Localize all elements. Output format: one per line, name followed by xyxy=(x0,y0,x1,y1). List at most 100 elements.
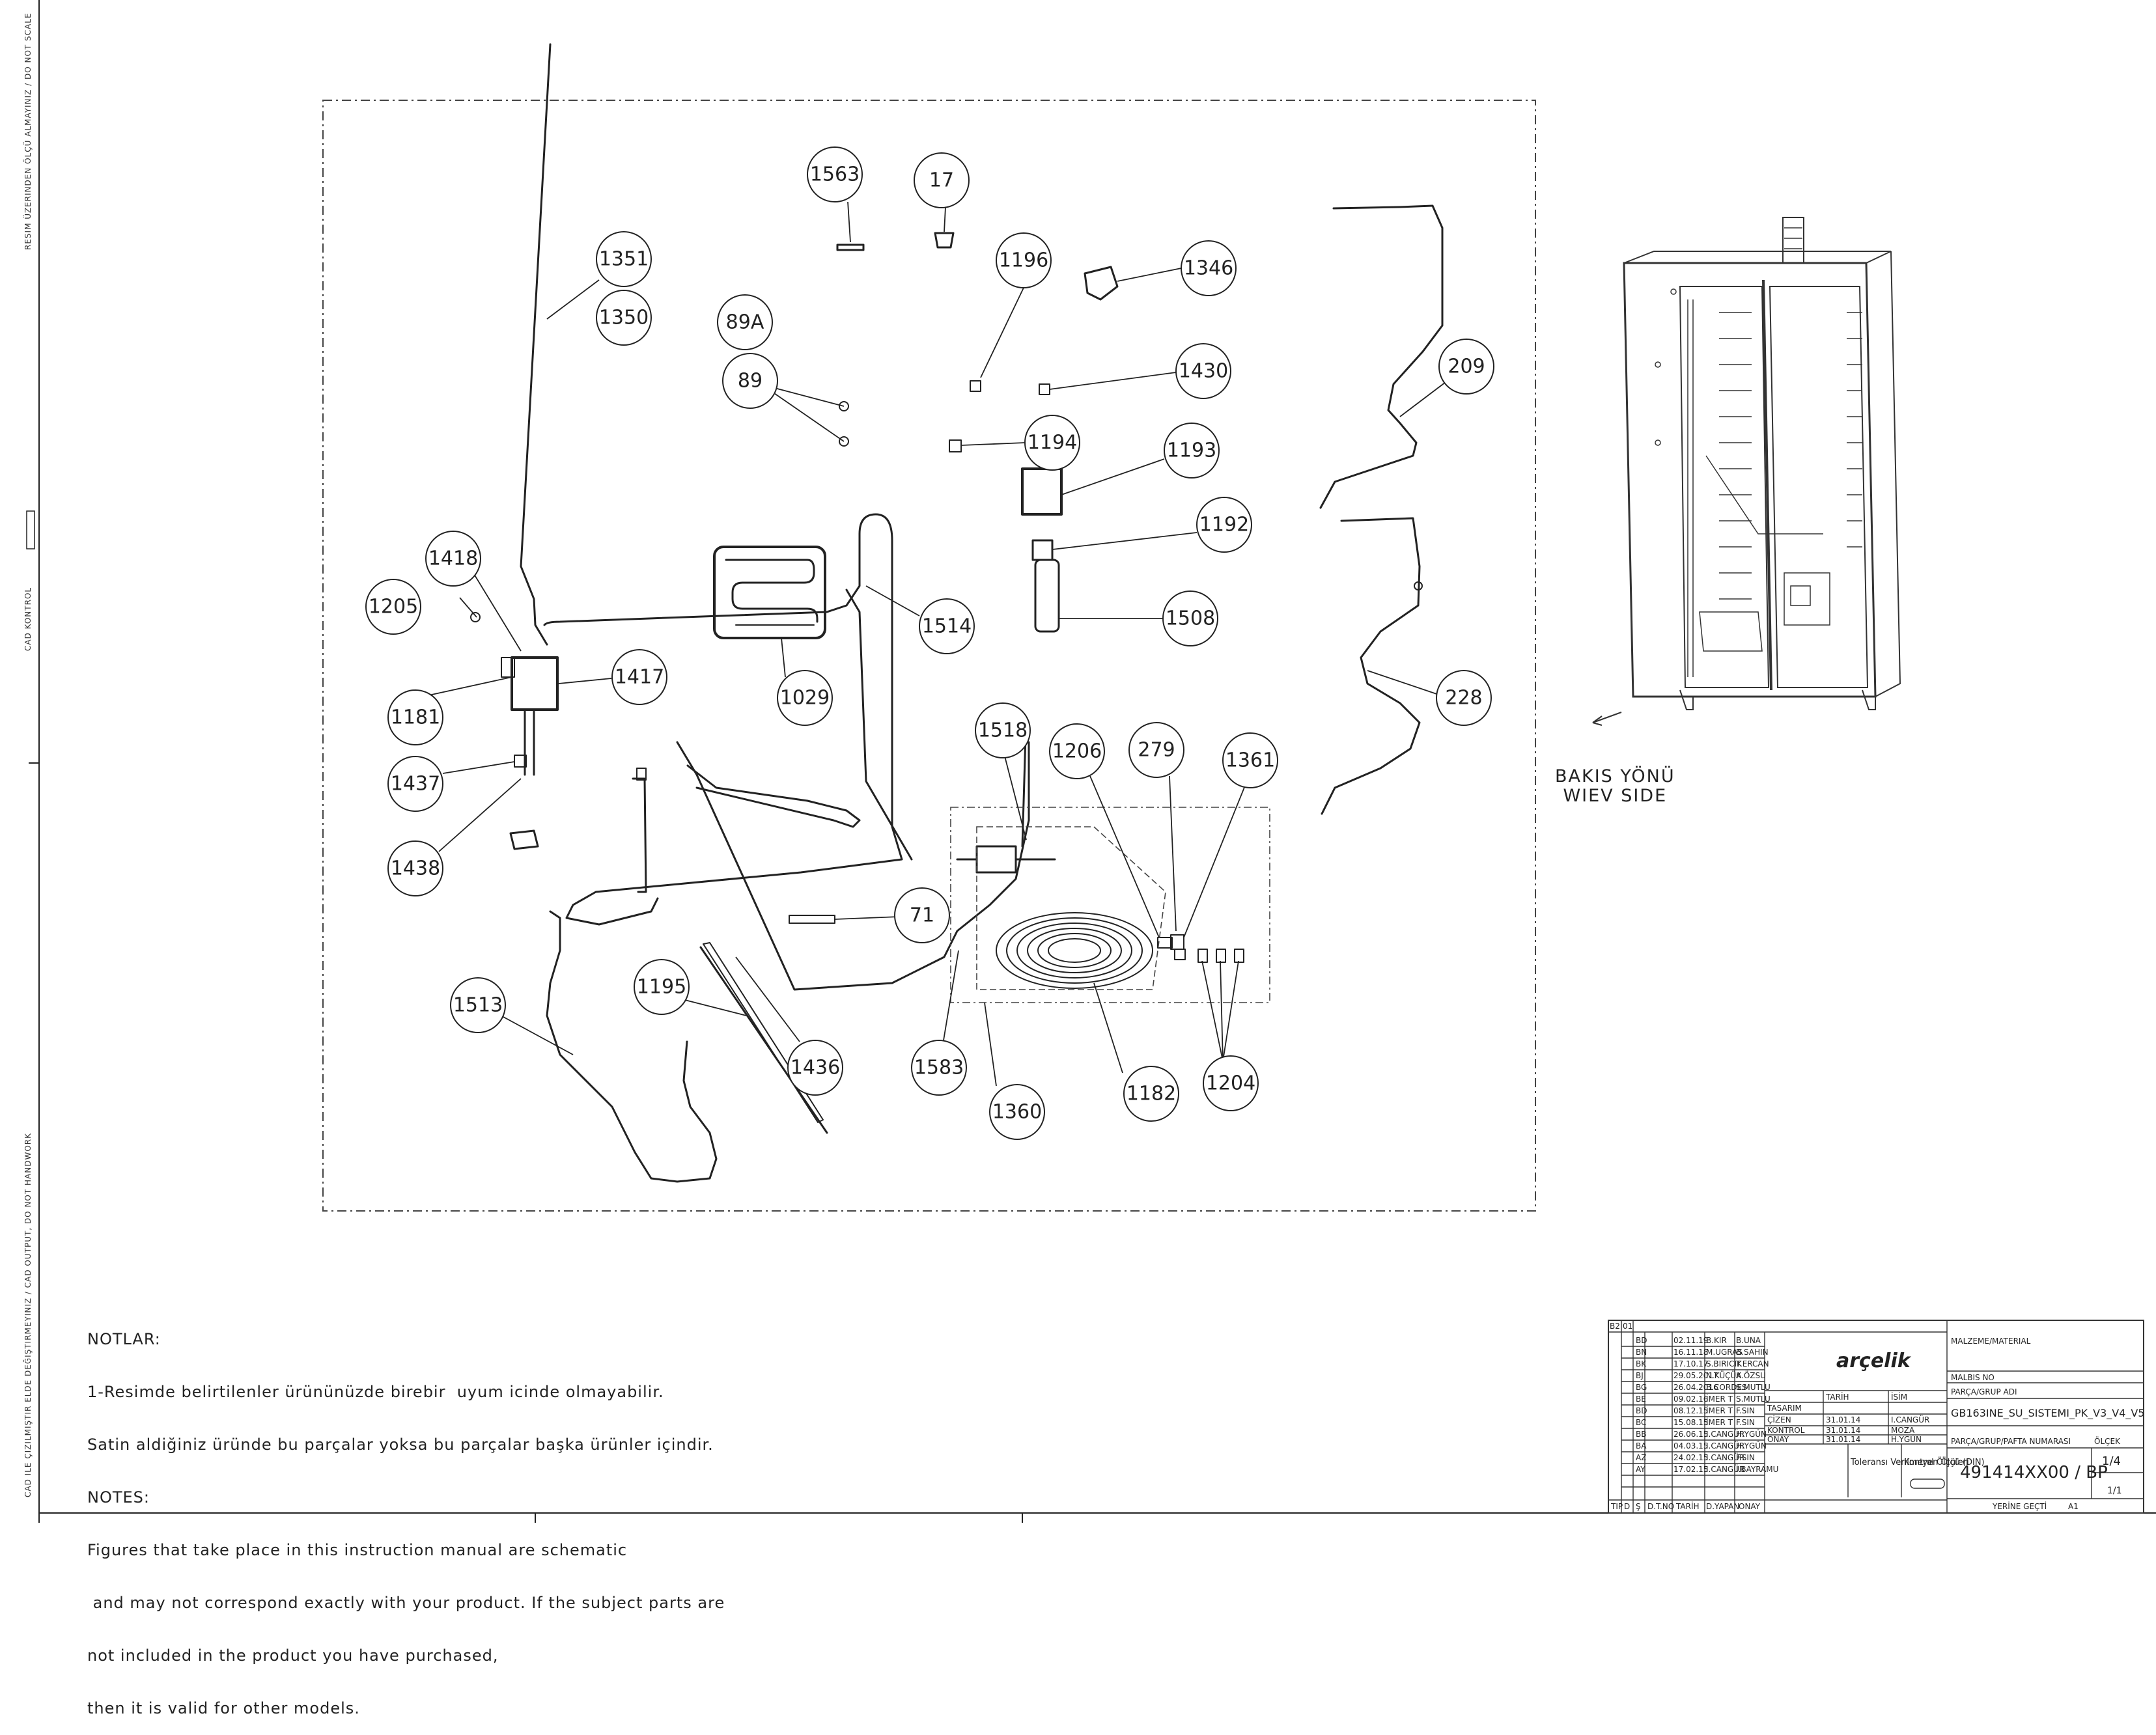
tube-1513 xyxy=(546,910,718,1183)
label-1204: 1204 xyxy=(1206,1072,1255,1095)
scale-value: 1/4 xyxy=(2102,1454,2121,1468)
callout-1361 xyxy=(1222,732,1278,788)
label-1206: 1206 xyxy=(1052,740,1102,763)
label-279: 279 xyxy=(1138,739,1175,762)
footer-s: Ş xyxy=(1636,1502,1641,1511)
water-line xyxy=(543,513,903,926)
label-1193: 1193 xyxy=(1167,439,1216,462)
rev-11-code: AY xyxy=(1636,1465,1645,1474)
assembly-boundary xyxy=(322,100,1536,1212)
brand-logo: arçelik xyxy=(1836,1350,1912,1372)
rev-2-date: 17.10.17 xyxy=(1673,1359,1708,1368)
callout-279 xyxy=(1128,722,1184,778)
fitting-1204a xyxy=(1174,949,1186,960)
callout-1346 xyxy=(1181,240,1237,296)
part-1430 xyxy=(1039,383,1050,395)
label-1437: 1437 xyxy=(391,773,440,796)
label-1181: 1181 xyxy=(391,706,440,729)
role-1-name: ÇİZEN xyxy=(1767,1415,1791,1424)
callout-labels: 1563 17 1196 1346 1351 1350 89A 89 1430 … xyxy=(369,163,1485,1124)
part-71 xyxy=(789,915,835,924)
rev-8-code: BB xyxy=(1636,1430,1646,1439)
leader-lines xyxy=(416,201,1449,1087)
rev-3-ok: A.ÖZSU xyxy=(1736,1370,1766,1380)
rev-4-date: 26.04.2016 xyxy=(1673,1383,1718,1392)
label-17: 17 xyxy=(929,169,954,192)
side-text-top: RESIM ÜZERINDEN ÖLÇÜ ALMAYINIZ / DO NOT … xyxy=(23,12,33,250)
material-label: MALZEME/MATERIAL xyxy=(1951,1337,2031,1346)
part-number-label: PARÇA/GRUP/PAFTA NUMARASI xyxy=(1951,1437,2071,1446)
label-1436: 1436 xyxy=(791,1057,840,1079)
callout-1418 xyxy=(425,531,481,587)
role-header-tarih: TARİH xyxy=(1825,1392,1849,1402)
label-1430: 1430 xyxy=(1179,360,1228,383)
footer-d: D xyxy=(1624,1502,1630,1511)
part-1196 xyxy=(970,380,981,392)
label-1346: 1346 xyxy=(1184,257,1233,280)
label-1508: 1508 xyxy=(1166,607,1215,630)
rev-7-ok: F.SIN xyxy=(1736,1418,1755,1427)
label-1205: 1205 xyxy=(369,596,418,618)
label-209: 209 xyxy=(1448,355,1485,378)
control-dims-text: Kontrol Ölçüleri xyxy=(1904,1456,1969,1467)
callout-1181 xyxy=(387,689,443,745)
label-1513: 1513 xyxy=(453,994,503,1017)
filter-assembly-1181 xyxy=(501,656,559,776)
callout-1351 xyxy=(596,231,652,287)
callout-1437 xyxy=(387,756,443,812)
footer-dyapan: D.YAPAN xyxy=(1706,1502,1739,1511)
callout-1206 xyxy=(1049,723,1105,779)
rev-9-date: 04.03.15 xyxy=(1673,1441,1708,1450)
part-89 xyxy=(839,436,849,447)
scale-label: ÖLÇEK xyxy=(2094,1436,2121,1446)
callout-1436 xyxy=(787,1040,843,1096)
rev-7-by: İMER T xyxy=(1706,1417,1733,1427)
notes-line-1: 1-Resimde belirtilenler ürününüzde bireb… xyxy=(87,1383,664,1401)
role-3-person: H.YGÜN xyxy=(1891,1434,1922,1444)
part-1194 xyxy=(949,439,962,452)
callout-1508 xyxy=(1162,590,1218,646)
tolerance-text: Toleransı Verilmeyen Ölçü (DIN) xyxy=(1850,1456,1985,1467)
rev-4-code: BG xyxy=(1636,1383,1647,1392)
rev-6-ok: F.SIN xyxy=(1736,1406,1755,1415)
label-89: 89 xyxy=(738,370,763,393)
fitting-1206 xyxy=(1157,937,1173,949)
label-1563: 1563 xyxy=(810,163,860,186)
label-1194: 1194 xyxy=(1028,432,1077,454)
callouts xyxy=(365,146,1494,1140)
side-text-middle: CAD KONTROL xyxy=(23,587,33,651)
rev-11-ok: I.BAYRAMU xyxy=(1736,1465,1778,1474)
callout-1029 xyxy=(777,670,833,726)
role-1-date: 31.01.14 xyxy=(1826,1415,1860,1424)
heat-exchanger-1029 xyxy=(713,546,826,639)
callout-1205 xyxy=(365,579,421,635)
role-2-date: 31.01.14 xyxy=(1826,1426,1860,1435)
part-1192 xyxy=(1031,539,1054,561)
footer-dtno: D.T.NO xyxy=(1647,1502,1674,1511)
label-1351: 1351 xyxy=(599,248,649,271)
fitting-1204b xyxy=(1197,949,1208,963)
callout-17 xyxy=(914,152,970,208)
callout-1360 xyxy=(989,1084,1045,1140)
title-block xyxy=(1608,1320,2144,1514)
rev-0-code: BD xyxy=(1636,1336,1647,1345)
part-name-label: PARÇA/GRUP ADI xyxy=(1951,1387,2017,1396)
rev-6-code: BD xyxy=(1636,1406,1647,1415)
label-1418: 1418 xyxy=(428,548,478,570)
malbis-label: MALBIS NO xyxy=(1951,1373,1995,1382)
part-1195 xyxy=(699,946,828,1134)
label-1182: 1182 xyxy=(1127,1083,1176,1105)
callout-1196 xyxy=(996,232,1052,288)
callout-1182 xyxy=(1123,1066,1179,1122)
rev-11-by: I.CANGÜR xyxy=(1706,1464,1744,1474)
role-3-name: ONAY xyxy=(1767,1435,1789,1444)
callout-71 xyxy=(894,887,950,943)
part-clip xyxy=(636,768,647,781)
rev-1-ok: B.SAHIN xyxy=(1736,1348,1769,1357)
callout-1513 xyxy=(450,977,506,1033)
role-2-name: KONTROL xyxy=(1767,1426,1805,1435)
callout-209 xyxy=(1438,339,1494,395)
callout-1204 xyxy=(1203,1055,1259,1111)
label-1438: 1438 xyxy=(391,857,440,880)
label-1518: 1518 xyxy=(978,719,1028,742)
